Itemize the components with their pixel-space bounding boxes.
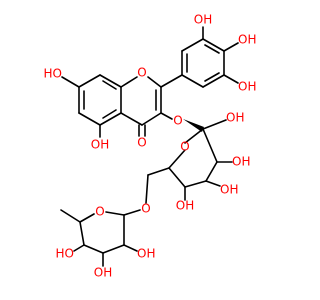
ring-oxygen-label: O	[180, 140, 189, 154]
bond	[204, 44, 220, 54]
bond	[160, 74, 183, 88]
hydroxyl-label: HO	[44, 67, 62, 81]
bond	[73, 244, 85, 252]
molecule-structure: HO O OH O O OH OH OH O OH OH OH OH O O H…	[44, 13, 257, 280]
hydroxyl-label: OH	[220, 183, 238, 197]
hydroxyl-label: OH	[238, 33, 256, 47]
wedge-bond	[183, 119, 204, 132]
bond	[102, 109, 117, 119]
bond	[61, 76, 80, 88]
bond	[181, 74, 204, 88]
bond	[83, 244, 104, 254]
bond	[145, 174, 149, 204]
bond	[123, 244, 138, 252]
hydroxyl-label: OH	[232, 155, 250, 169]
bond	[123, 209, 141, 216]
bond	[181, 38, 204, 52]
hydroxyl-label: OH	[194, 13, 212, 27]
hydroxyl-label: OH	[137, 247, 155, 261]
bond	[202, 74, 225, 88]
bond	[120, 76, 138, 88]
bond	[60, 209, 81, 223]
hydroxyl-label: HO	[56, 247, 74, 261]
bond	[141, 112, 162, 126]
linker-oxygen-label: O	[141, 202, 150, 216]
bond	[120, 112, 143, 126]
bond	[79, 221, 85, 246]
ring-oxygen-label: O	[95, 205, 104, 219]
bond	[147, 167, 170, 176]
bond	[202, 128, 218, 163]
bond	[168, 149, 186, 169]
bond	[105, 211, 125, 216]
carbonyl-oxygen-label: O	[137, 136, 146, 150]
bond	[78, 74, 101, 88]
bonds	[60, 26, 239, 267]
bond	[184, 180, 207, 188]
bond	[202, 119, 227, 130]
ring-oxygen-label: O	[137, 66, 146, 80]
hydroxyl-label: OH	[176, 199, 194, 213]
bond	[79, 213, 95, 223]
hydroxyl-label: OH	[238, 80, 256, 94]
glycosidic-oxygen-label: O	[173, 114, 182, 128]
hydroxyl-label: OH	[94, 266, 112, 280]
bond	[99, 74, 122, 88]
bond	[202, 38, 225, 52]
bond	[147, 76, 162, 88]
bond	[78, 112, 101, 126]
bond	[102, 80, 117, 90]
bond	[99, 112, 122, 126]
hydroxyl-label: OH	[226, 111, 244, 125]
bond	[223, 74, 239, 84]
bond	[102, 244, 125, 254]
bond	[204, 72, 220, 82]
atom-labels: HO O OH O O OH OH OH O OH OH OH OH O O H…	[44, 13, 257, 280]
bond	[205, 161, 218, 182]
hydroxyl-label: OH	[91, 138, 109, 152]
bond	[168, 167, 186, 188]
bond	[205, 180, 221, 187]
bond	[184, 128, 204, 144]
bond	[223, 42, 239, 52]
bond	[160, 112, 173, 120]
